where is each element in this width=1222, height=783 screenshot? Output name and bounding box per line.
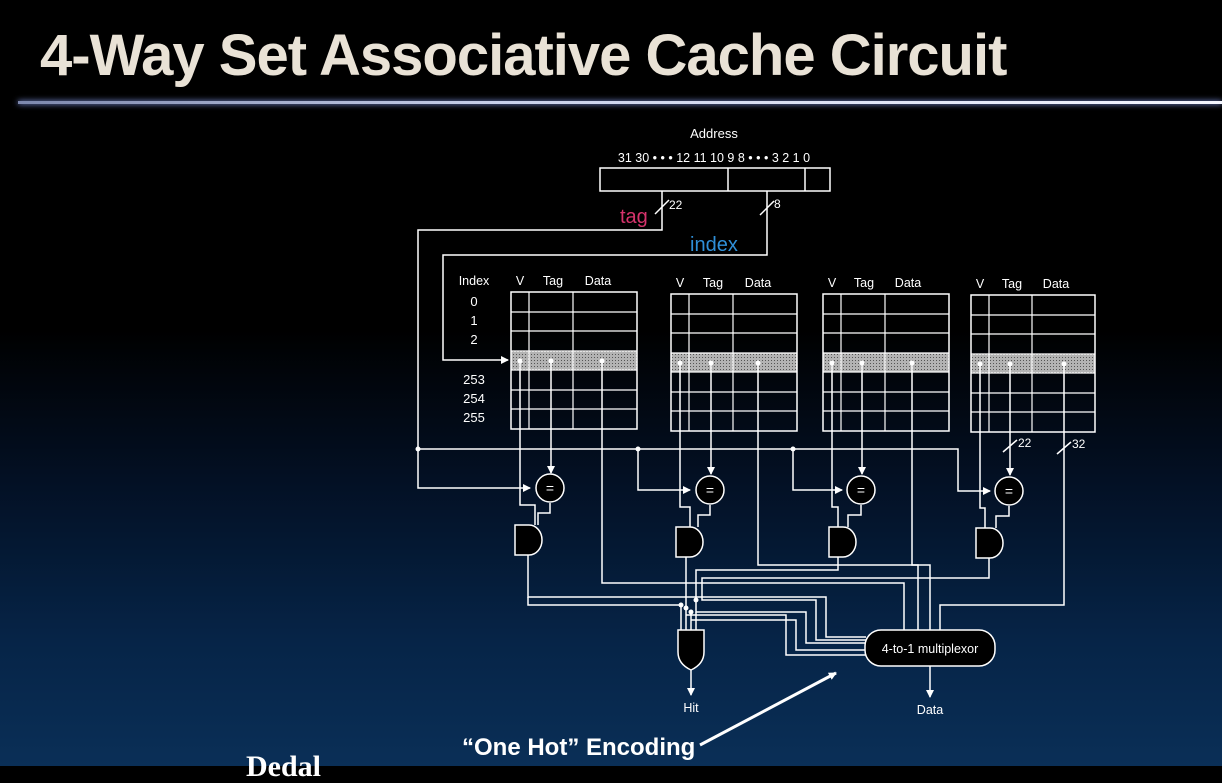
way-1-col-v: V	[516, 274, 525, 288]
cache-circuit-diagram: Address 31 30 • • • 12 11 10 9 8 • • • 3…	[417, 126, 1096, 761]
way-3-and-gate	[828, 526, 857, 558]
way-4-and-gate	[975, 527, 1004, 559]
way-1: V Tag Data =	[510, 274, 638, 556]
footer-text-fragment: Dedal	[246, 750, 321, 783]
index-header: Index	[459, 274, 490, 288]
way-3: V Tag Data =	[822, 276, 950, 558]
address-bit-numbers: 31 30 • • • 12 11 10 9 8 • • • 3 2 1 0	[618, 151, 810, 165]
index-column: Index 0 1 2 253 254 255	[459, 274, 490, 425]
way-3-selected-row	[823, 353, 949, 372]
way-2-col-v: V	[676, 276, 685, 290]
way-2-tag-comparator	[695, 475, 725, 505]
data-lines	[601, 361, 1065, 633]
tag-bus	[417, 191, 991, 495]
way-4-col-v: V	[976, 277, 985, 291]
mux-label: 4-to-1 multiplexor	[882, 642, 979, 656]
hit-select-lines	[527, 555, 990, 656]
way-2-col-data: Data	[745, 276, 771, 290]
way-1-col-tag: Tag	[543, 274, 563, 288]
way-4-col-tag: Tag	[1002, 277, 1022, 291]
way-4-tag-comparator	[994, 476, 1024, 506]
svg-text:=: =	[546, 480, 554, 496]
one-hot-annotation: “One Hot” Encoding	[462, 734, 695, 761]
index-annotation: index	[690, 234, 738, 256]
svg-text:=: =	[857, 482, 865, 498]
index-bus	[442, 191, 775, 364]
svg-text:=: =	[1005, 483, 1013, 499]
way-3-col-data: Data	[895, 276, 921, 290]
tag-annotation: tag	[620, 206, 648, 228]
index-row-254: 254	[463, 391, 485, 406]
one-hot-arrow	[699, 671, 837, 747]
way-4: V Tag Data 22 32 =	[970, 277, 1096, 559]
slide-title: 4-Way Set Associative Cache Circuit	[40, 23, 1007, 88]
index-row-1: 1	[470, 313, 477, 328]
way-3-tag-comparator	[846, 475, 876, 505]
way-1-tag-comparator	[535, 473, 565, 503]
way-4-data-bus-width: 32	[1072, 437, 1086, 451]
way-3-col-v: V	[828, 276, 837, 290]
way-4-col-data: Data	[1043, 277, 1069, 291]
hit-or-gate	[677, 629, 705, 671]
index-row-253: 253	[463, 372, 485, 387]
index-row-255: 255	[463, 410, 485, 425]
way-1-col-data: Data	[585, 274, 611, 288]
address-register: Address 31 30 • • • 12 11 10 9 8 • • • 3…	[599, 126, 831, 192]
tag-width-label: 22	[669, 198, 683, 212]
data-output-label: Data	[917, 703, 943, 717]
title-underline	[18, 101, 1222, 104]
way-2-selected-row	[671, 353, 797, 372]
way-1-and-gate	[514, 524, 543, 556]
svg-text:=: =	[706, 482, 714, 498]
way-2-col-tag: Tag	[703, 276, 723, 290]
way-1-selected-row	[511, 351, 637, 370]
way-2-and-gate	[675, 526, 704, 558]
way-4-tag-bus-width: 22	[1018, 436, 1032, 450]
way-3-col-tag: Tag	[854, 276, 874, 290]
index-row-2: 2	[470, 332, 477, 347]
index-width-label: 8	[774, 197, 781, 211]
address-label: Address	[690, 126, 738, 141]
hit-output-label: Hit	[683, 701, 699, 715]
way-2: V Tag Data =	[670, 276, 798, 558]
index-row-0: 0	[470, 294, 477, 309]
